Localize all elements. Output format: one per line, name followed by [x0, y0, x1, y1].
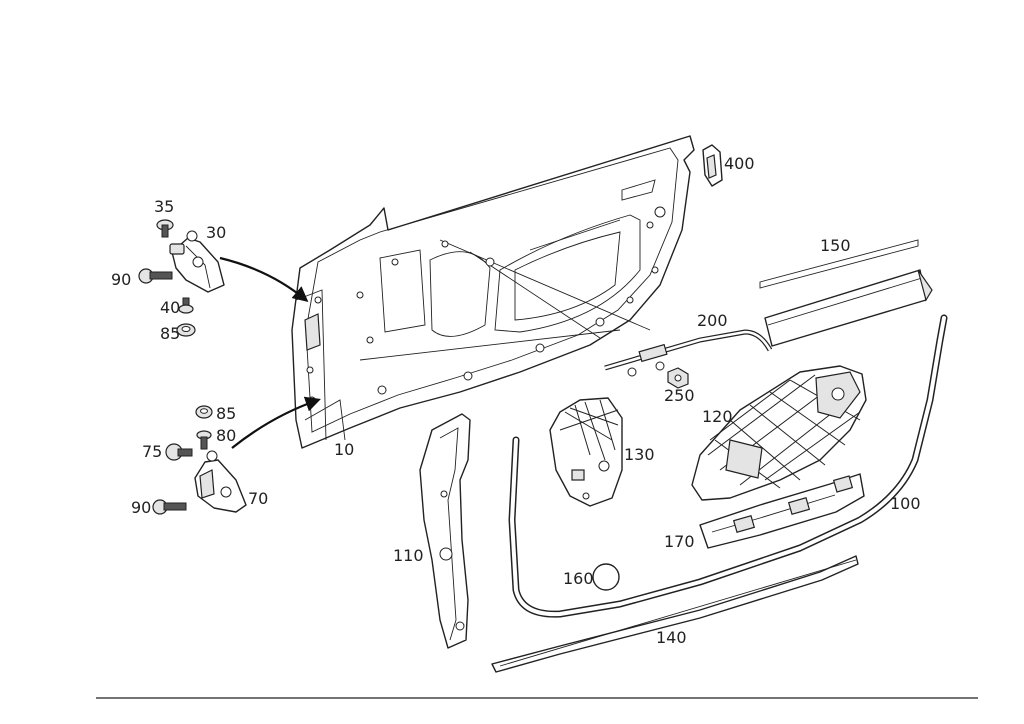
door-shell-part-10 [291, 135, 695, 449]
support-part-170 [699, 473, 865, 549]
stud-part-40 [178, 297, 194, 314]
cable-part-200 [604, 329, 773, 377]
callout-140: 140 [656, 628, 687, 647]
carrier-panel-part-120 [691, 365, 867, 501]
callout-130: 130 [624, 445, 655, 464]
callout-90-lower: 90 [131, 498, 151, 517]
callout-170: 170 [664, 532, 695, 551]
callout-120: 120 [702, 407, 733, 426]
trim-strip-part-150 [759, 239, 933, 347]
door-seal-part-100 [508, 314, 948, 618]
callout-110: 110 [393, 546, 424, 565]
bracket-part-400 [702, 144, 723, 187]
lower-hinge-arrow [231, 396, 321, 449]
nut-part-85-upper [176, 323, 196, 337]
callout-35: 35 [154, 197, 174, 216]
nut-part-85-lower [195, 405, 213, 419]
weatherstrip-part-140 [491, 555, 859, 673]
nut-part-250 [667, 367, 689, 389]
callout-40: 40 [160, 298, 180, 317]
callout-400: 400 [724, 154, 755, 173]
callout-100: 100 [890, 494, 921, 513]
bolt-part-75 [165, 443, 193, 461]
bolt-part-35 [156, 219, 174, 238]
front-bracket-part-110 [419, 413, 471, 649]
callout-30: 30 [206, 223, 226, 242]
callout-10: 10 [334, 440, 354, 459]
callout-150: 150 [820, 236, 851, 255]
callout-85-upper: 85 [160, 324, 180, 343]
bolt-part-90-upper [138, 268, 173, 284]
callout-85-lower: 85 [216, 404, 236, 423]
grommet-part-160 [592, 563, 620, 591]
lower-hinge-part-70 [194, 450, 247, 513]
callout-250: 250 [664, 386, 695, 405]
stud-part-80 [196, 430, 212, 450]
upper-hinge-part-30 [169, 230, 225, 293]
callout-70: 70 [248, 489, 268, 508]
bolt-part-90-lower [152, 499, 187, 515]
callout-80: 80 [216, 426, 236, 445]
speaker-carrier-part-130 [549, 397, 623, 507]
upper-hinge-arrow [219, 256, 309, 302]
callout-90-upper: 90 [111, 270, 131, 289]
callout-75: 75 [142, 442, 162, 461]
callout-160: 160 [563, 569, 594, 588]
callout-200: 200 [697, 311, 728, 330]
